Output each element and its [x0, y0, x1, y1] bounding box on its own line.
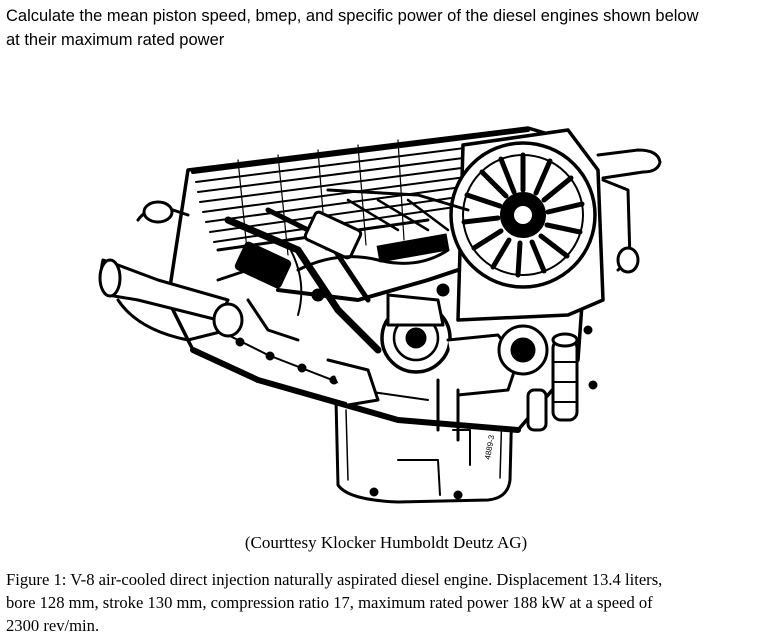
intake-manifold-shape [98, 200, 244, 342]
caption-line-2: bore 128 mm, stroke 130 mm, compression … [6, 593, 653, 612]
figure-credit: (Courttesy Klocker Humboldt Deutz AG) [244, 533, 528, 552]
injection-pump-shape [326, 293, 598, 442]
question-line-1: Calculate the mean piston speed, bmep, a… [6, 7, 699, 25]
question-line-2: at their maximum rated power [6, 31, 225, 49]
drawing-mark: 4889-3 [483, 434, 496, 461]
engine-illustration: 4889-3 [98, 100, 668, 520]
question-text: Calculate the mean piston speed, bmep, a… [6, 4, 766, 52]
caption-line-1: Figure 1: V-8 air-cooled direct injectio… [6, 570, 663, 589]
cooling-fan-shape [449, 128, 662, 322]
engine-internals-shape [216, 188, 470, 354]
figure-caption: Figure 1: V-8 air-cooled direct injectio… [6, 568, 768, 637]
caption-line-3: 2300 rev/min. [6, 616, 100, 635]
